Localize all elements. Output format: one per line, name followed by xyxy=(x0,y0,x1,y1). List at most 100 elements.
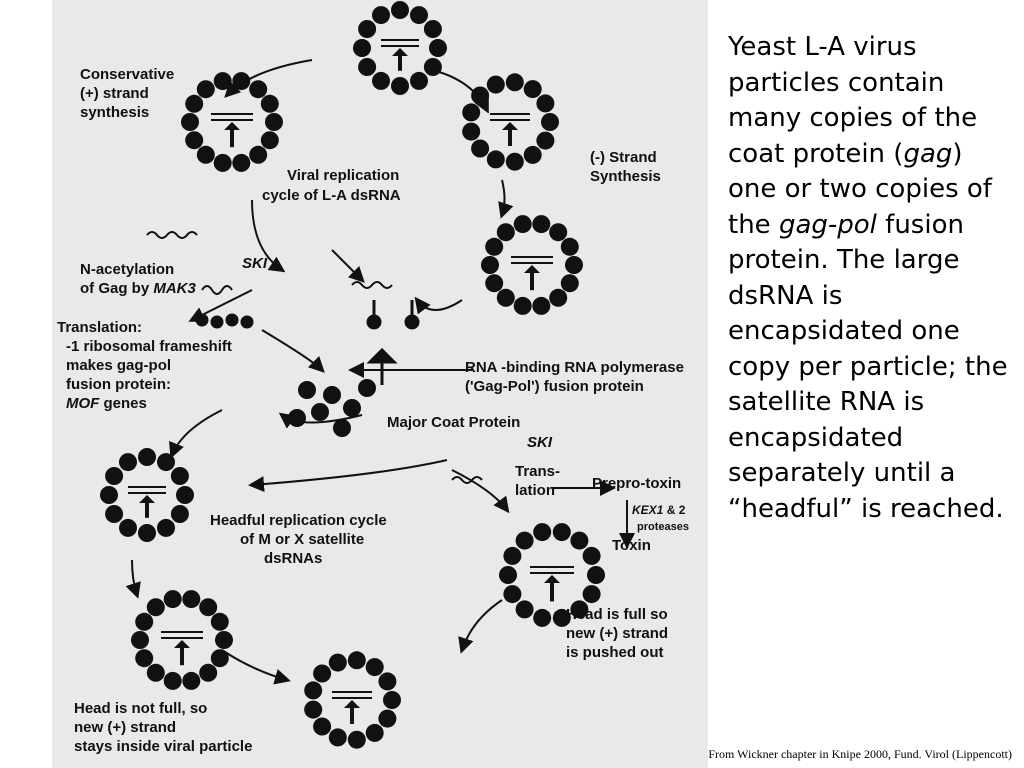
coat-protein-dot xyxy=(486,75,505,94)
coat-protein-dot xyxy=(213,72,232,91)
coat-protein-dot xyxy=(471,139,490,158)
coat-protein-dot xyxy=(471,86,490,105)
coat-protein-dot xyxy=(513,215,532,234)
coat-protein-dot xyxy=(138,448,156,466)
virus-particles xyxy=(100,1,605,749)
label-major-coat: Major Coat Protein xyxy=(387,414,520,431)
coat-protein-dot xyxy=(496,288,515,307)
coat-protein-dot xyxy=(232,153,251,172)
label-polymerase-1: RNA -binding RNA polymerase xyxy=(465,359,684,376)
coat-protein-dot xyxy=(328,653,347,672)
coat-protein-dot xyxy=(119,453,137,472)
coat-protein-dot xyxy=(549,288,568,307)
virus-particle xyxy=(304,651,401,749)
coat-protein-dot xyxy=(157,453,175,472)
label-head-not-full-3: stays inside viral particle xyxy=(74,738,252,755)
coat-protein-dot xyxy=(496,223,515,242)
diagram-labels: Conservative (+) strand synthesis Viral … xyxy=(57,66,689,755)
virus-particle xyxy=(181,72,283,172)
coat-protein-dot xyxy=(249,145,268,164)
coat-protein-dot xyxy=(170,467,189,485)
coat-protein-dot xyxy=(196,145,215,164)
coat-protein-dot xyxy=(372,71,390,90)
coat-protein-dot xyxy=(515,531,534,550)
polymerase-head xyxy=(502,122,518,130)
label-head-full-3: is pushed out xyxy=(566,644,664,661)
label-replication-2: cycle of L-A dsRNA xyxy=(262,187,401,204)
label-mof-suffix: genes xyxy=(99,395,147,412)
polymerase-head xyxy=(544,575,560,583)
coat-protein-dot xyxy=(135,649,154,668)
label-mof-line: MOF genes xyxy=(66,395,147,412)
coat-protein-dot xyxy=(523,145,542,164)
free-coat-proteins xyxy=(288,379,376,437)
label-translation-short-2: lation xyxy=(515,482,555,499)
coat-protein-dot xyxy=(565,256,583,274)
coat-protein-dot xyxy=(185,131,204,150)
coat-protein-dot xyxy=(100,486,118,504)
coat-protein-dot xyxy=(485,237,504,256)
label-nacetyl-2: of Gag by MAK3 xyxy=(80,280,197,297)
label-translation-3: makes gag-pol xyxy=(66,357,171,374)
label-kex-line: KEX1 & 2 xyxy=(632,503,686,517)
coat-protein-dot xyxy=(552,608,571,627)
label-kex-suffix: & 2 xyxy=(663,503,685,517)
coat-protein-dot xyxy=(533,608,552,627)
coat-protein-dot xyxy=(536,94,555,113)
coat-protein-dot xyxy=(215,631,233,649)
coat-protein-dot xyxy=(146,663,165,682)
coat-protein-dot xyxy=(505,73,524,92)
polymerase-symbols xyxy=(195,300,420,385)
coat-protein-dot xyxy=(499,566,517,584)
coat-protein-dot xyxy=(423,58,442,76)
coat-protein-dot xyxy=(523,80,542,99)
rna-strands xyxy=(146,231,483,484)
label-headful-3: dsRNAs xyxy=(264,550,322,567)
polymerase-head xyxy=(524,265,540,273)
coat-protein-dot xyxy=(378,709,397,728)
coat-protein-dot xyxy=(372,6,390,25)
coat-protein-dot xyxy=(213,153,232,172)
label-conservative-2: (+) strand xyxy=(80,85,149,102)
coat-protein-dot xyxy=(481,256,499,274)
coat-protein-dot xyxy=(410,6,428,25)
label-head-not-full-2: new (+) strand xyxy=(74,719,176,736)
coat-protein-dot xyxy=(486,150,505,169)
label-replication-1: Viral replication xyxy=(287,167,399,184)
coat-protein-dot xyxy=(185,94,204,113)
coat-protein-dot xyxy=(570,531,589,550)
coat-protein-dot xyxy=(536,131,555,150)
label-mof: MOF xyxy=(66,395,100,412)
cycle-arrows xyxy=(125,59,635,685)
coat-protein-dot xyxy=(383,691,401,709)
coat-protein-dot xyxy=(176,486,194,504)
label-translation-2: -1 ribosomal frameshift xyxy=(66,338,232,355)
coat-protein-dot xyxy=(503,585,522,604)
coat-protein-dot xyxy=(358,58,377,76)
coat-protein-dot xyxy=(358,20,377,38)
label-head-full-1: Head is full so xyxy=(566,606,668,623)
description-text: Yeast L-A virus particles contain many c… xyxy=(728,30,1008,527)
virus-particle xyxy=(131,590,233,690)
label-headful-1: Headful replication cycle xyxy=(210,512,387,529)
coat-protein-dot xyxy=(347,730,366,749)
coat-protein-dot xyxy=(199,598,218,617)
coat-protein-dot xyxy=(582,585,601,604)
coat-protein-dot xyxy=(533,523,552,542)
coat-protein-dot xyxy=(423,20,442,38)
coat-protein-dot xyxy=(199,663,218,682)
coat-protein-dot xyxy=(560,237,579,256)
coat-protein-dot xyxy=(163,671,182,690)
coat-protein-dot xyxy=(347,651,366,670)
coat-protein-dot xyxy=(429,39,447,57)
polymerase-head xyxy=(392,48,408,56)
label-headful-2: of M or X satellite xyxy=(240,531,364,548)
virus-particle xyxy=(462,73,559,171)
coat-protein-dot xyxy=(549,223,568,242)
label-translation-4: fusion protein: xyxy=(66,376,171,393)
coat-protein-dot xyxy=(146,598,165,617)
virus-particle xyxy=(353,1,447,95)
coat-protein-dot xyxy=(391,77,409,95)
description-paragraph: Yeast L-A virus particles contain many c… xyxy=(728,30,1008,527)
coat-protein-dot xyxy=(170,505,189,523)
